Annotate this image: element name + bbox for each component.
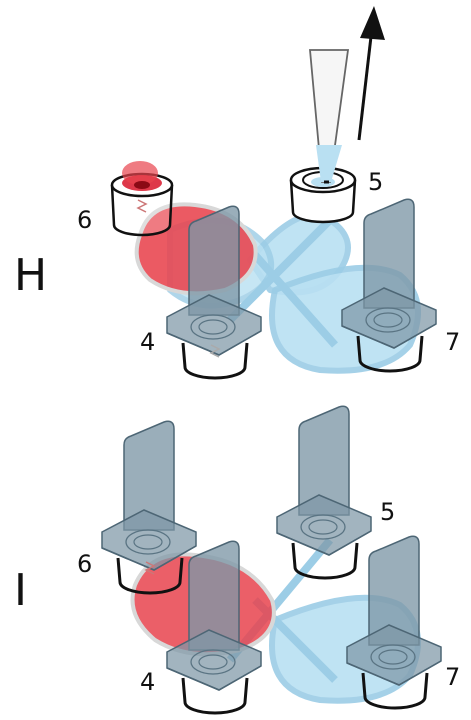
panel-letter-i: I [14,565,27,616]
pipette-tip [309,49,350,184]
panel-letter-h: H [14,250,47,301]
port-label-4-h: 4 [140,328,155,356]
port-5-i [276,405,372,580]
port-4-h [166,205,262,380]
port-label-4-i: 4 [140,668,155,696]
up-arrow-icon [357,6,385,141]
port-label-6-h: 6 [77,206,92,234]
port-6-h [110,161,174,237]
panel-i: I 6 5 4 7 [14,405,460,715]
port-label-5-i: 5 [380,498,395,526]
port-label-7-h: 7 [445,328,460,356]
port-label-7-i: 7 [445,663,460,691]
port-6-i [101,420,197,595]
panel-h: H 6 5 4 7 [14,6,460,380]
port-label-5-h: 5 [368,168,383,196]
port-label-6-i: 6 [77,550,92,578]
